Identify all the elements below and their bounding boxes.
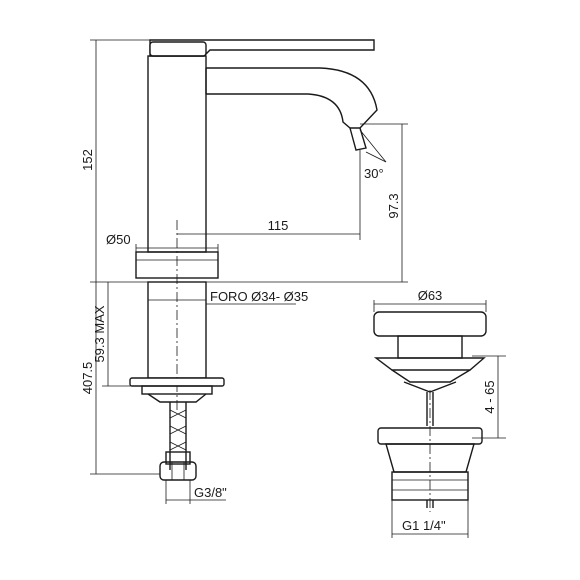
label-waste-thread: G1 1/4" [402, 518, 446, 533]
label-hose-length: 407.5 [80, 362, 95, 395]
waste-dimension-lines [373, 300, 506, 538]
label-max-deck: 59.3 MAX [92, 305, 107, 362]
label-hose-thread: G3/8" [194, 485, 227, 500]
label-hole-diameter: FORO Ø34- Ø35 [210, 289, 308, 304]
label-waste-diameter: Ø63 [418, 288, 443, 303]
dimension-lines [90, 39, 408, 504]
label-spout-height: 97.3 [386, 193, 401, 218]
faucet-spout [205, 67, 387, 163]
label-waste-range: 4 - 65 [482, 380, 497, 413]
label-spout-angle: 30° [364, 166, 384, 181]
label-base-diameter: Ø50 [106, 232, 131, 247]
label-spout-reach: 115 [268, 218, 289, 233]
faucet-body [135, 39, 375, 279]
flex-hose [159, 402, 197, 481]
faucet-shank [129, 281, 225, 403]
label-total-height: 152 [80, 149, 95, 171]
